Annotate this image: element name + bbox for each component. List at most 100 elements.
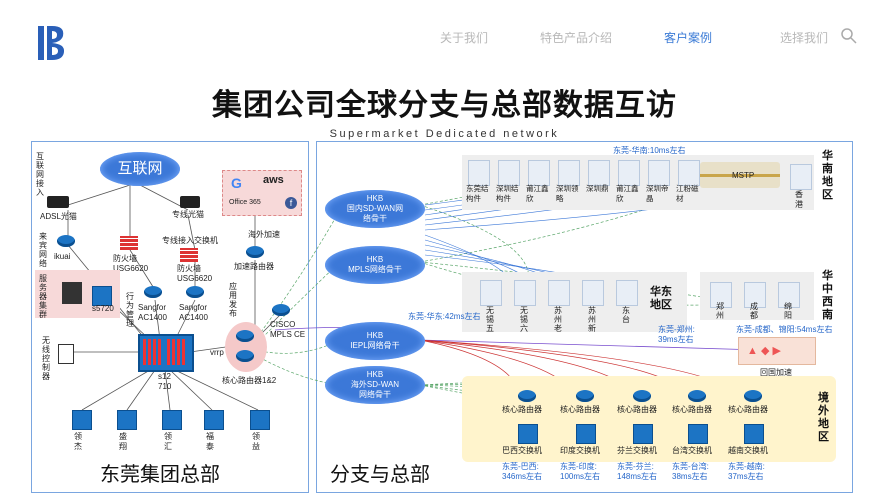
site-building-icon (528, 160, 550, 186)
hq-access-switch-label: 领汇 (164, 432, 172, 451)
site-building-icon (498, 160, 520, 186)
site-building-icon (648, 160, 670, 186)
overseas-switch-label: 台湾交换机 (672, 446, 712, 455)
guest-net-label: 来宾网络 (39, 232, 47, 268)
backbone-cloud-label: HKB 海外SD-WAN 网络骨干 (350, 370, 400, 399)
return-accel-label: 回国加速 (760, 368, 792, 377)
cloud-services-box: G aws Office 365 f (222, 170, 302, 216)
overseas-switch-label: 芬兰交换机 (617, 446, 657, 455)
site-building-icon (468, 160, 490, 186)
overseas-core-router-label: 核心路由器 (672, 405, 712, 414)
site-building-icon (744, 282, 766, 308)
site-building-icon (514, 280, 536, 306)
cisco-label: CISCO MPLS CE (270, 320, 306, 339)
page-subtitle: Supermarket Dedicated network (329, 128, 560, 140)
site-building-icon (588, 160, 610, 186)
sangfor2-icon (186, 286, 204, 298)
behavior-mgmt-label: 行为管理 (126, 292, 134, 328)
internet-cloud-label: 互联网 (117, 160, 163, 177)
mstp-box: MSTP (700, 162, 780, 188)
nav-choose[interactable]: 选择我们 (780, 31, 829, 45)
south-site-label: 莆江鑫欣 (526, 184, 549, 203)
overseas-switch-icon (688, 424, 708, 444)
overseas-latency: 东莞-越南: 37ms左右 (728, 462, 765, 481)
s5720-label: s5720 (92, 304, 114, 313)
firewall1-icon (120, 236, 138, 250)
dedicated-switch-label: 专线接入交换机 (162, 236, 218, 245)
cisco-ce-icon (272, 304, 290, 316)
office-label: Office 365 (229, 199, 261, 206)
backbone-cloud-label: HKB IEPL网络骨干 (350, 331, 400, 350)
adsl-modem-icon (47, 196, 69, 208)
east-region-label: 华东地区 (650, 286, 672, 311)
southwest-site-label: 郑州 (716, 302, 724, 320)
site-building-icon (778, 282, 800, 308)
hk-label: 香港 (795, 190, 803, 209)
overseas-switch-icon (633, 424, 653, 444)
search-icon[interactable] (840, 27, 858, 50)
site-building-icon (710, 282, 732, 308)
sangfor1-label: Sangfor AC1400 (138, 303, 167, 322)
south-site-label: 莆江鑫欣 (616, 184, 639, 203)
app-publish-label: 应用发布 (229, 282, 237, 318)
east-site-label: 苏州新 (588, 306, 596, 333)
site-building-icon (582, 280, 604, 306)
site-building-icon (678, 160, 700, 186)
hq-access-switch-label: 盛翔 (119, 432, 127, 451)
internet-cloud: 互联网 (100, 152, 180, 186)
zhengzhou-latency: 东莞-郑州: 39ms左右 (658, 325, 695, 344)
ikuai-label: ikuai (54, 252, 71, 261)
s12710-label: s12 710 (158, 372, 172, 391)
backbone-cloud-label: HKB 国内SD-WAN网 络骨干 (346, 194, 404, 223)
adsl-label: ADSL光猫 (40, 212, 77, 221)
core-router2-icon (236, 350, 254, 362)
fw2-label: 防火墙 USG6620 (177, 264, 213, 283)
hk-building-icon (790, 164, 812, 190)
core-switch-stack (138, 334, 194, 372)
overseas-core-router-label: 核心路由器 (728, 405, 768, 414)
east-site-label: 无锡五 (486, 306, 494, 333)
southwest-region-label: 华中西南 (822, 270, 833, 321)
overseas-switch-label: 巴西交换机 (502, 446, 542, 455)
nav-products[interactable]: 特色产品介绍 (540, 31, 613, 45)
site-building-icon (618, 160, 640, 186)
return-accel-box: ▲ ◆ ▶ (738, 337, 816, 365)
site-building-icon (548, 280, 570, 306)
overseas-core-router-icon (633, 390, 651, 402)
nav-cases[interactable]: 客户案例 (664, 31, 713, 45)
southwest-site-label: 成都 (750, 302, 758, 320)
wireless-controller-icon (58, 344, 74, 364)
south-region-label: 华南地区 (822, 150, 833, 201)
site-building-icon (480, 280, 502, 306)
hq-access-switch-label: 领杰 (74, 432, 82, 451)
overseas-core-router-label: 核心路由器 (560, 405, 600, 414)
south-site-label: 深圳领略 (556, 184, 579, 203)
hq-access-switch-icon (204, 410, 224, 430)
overseas-core-router-icon (518, 390, 536, 402)
firewall2-icon (180, 248, 198, 262)
s5720-icon (92, 286, 112, 306)
backbone-cloud: HKB 国内SD-WAN网 络骨干 (325, 190, 425, 228)
south-site-label: 东莞结构件 (466, 184, 489, 203)
dedicated-modem-icon (180, 196, 200, 208)
facebook-icon: f (285, 197, 297, 209)
sangfor2-label: Sangfor AC1400 (179, 303, 208, 322)
hq-access-switch-label: 福泰 (206, 432, 214, 451)
hq-access-switch-icon (162, 410, 182, 430)
aws-label: aws (263, 174, 284, 186)
wireless-ctrl-label: 无线控制器 (42, 336, 50, 381)
branch-footer: 分支与总部 (330, 464, 430, 486)
core-router-label: 核心路由器1&2 (222, 376, 277, 385)
nav-about[interactable]: 关于我们 (440, 31, 489, 45)
overseas-core-router-label: 核心路由器 (502, 405, 542, 414)
overseas-switch-label: 印度交换机 (560, 446, 600, 455)
overseas-latency: 东莞-印度: 100ms左右 (560, 462, 601, 481)
overseas-latency: 东莞-台湾: 38ms左右 (672, 462, 709, 481)
hq-access-switch-icon (250, 410, 270, 430)
hq-access-switch-icon (72, 410, 92, 430)
chengdu-latency: 东莞-成都、锦阳:54ms左右 (736, 325, 833, 334)
overseas-core-router-icon (744, 390, 762, 402)
logo[interactable] (35, 22, 67, 64)
mstp-bar (700, 174, 780, 177)
page-title: 集团公司全球分支与总部数据互访 (212, 88, 677, 123)
